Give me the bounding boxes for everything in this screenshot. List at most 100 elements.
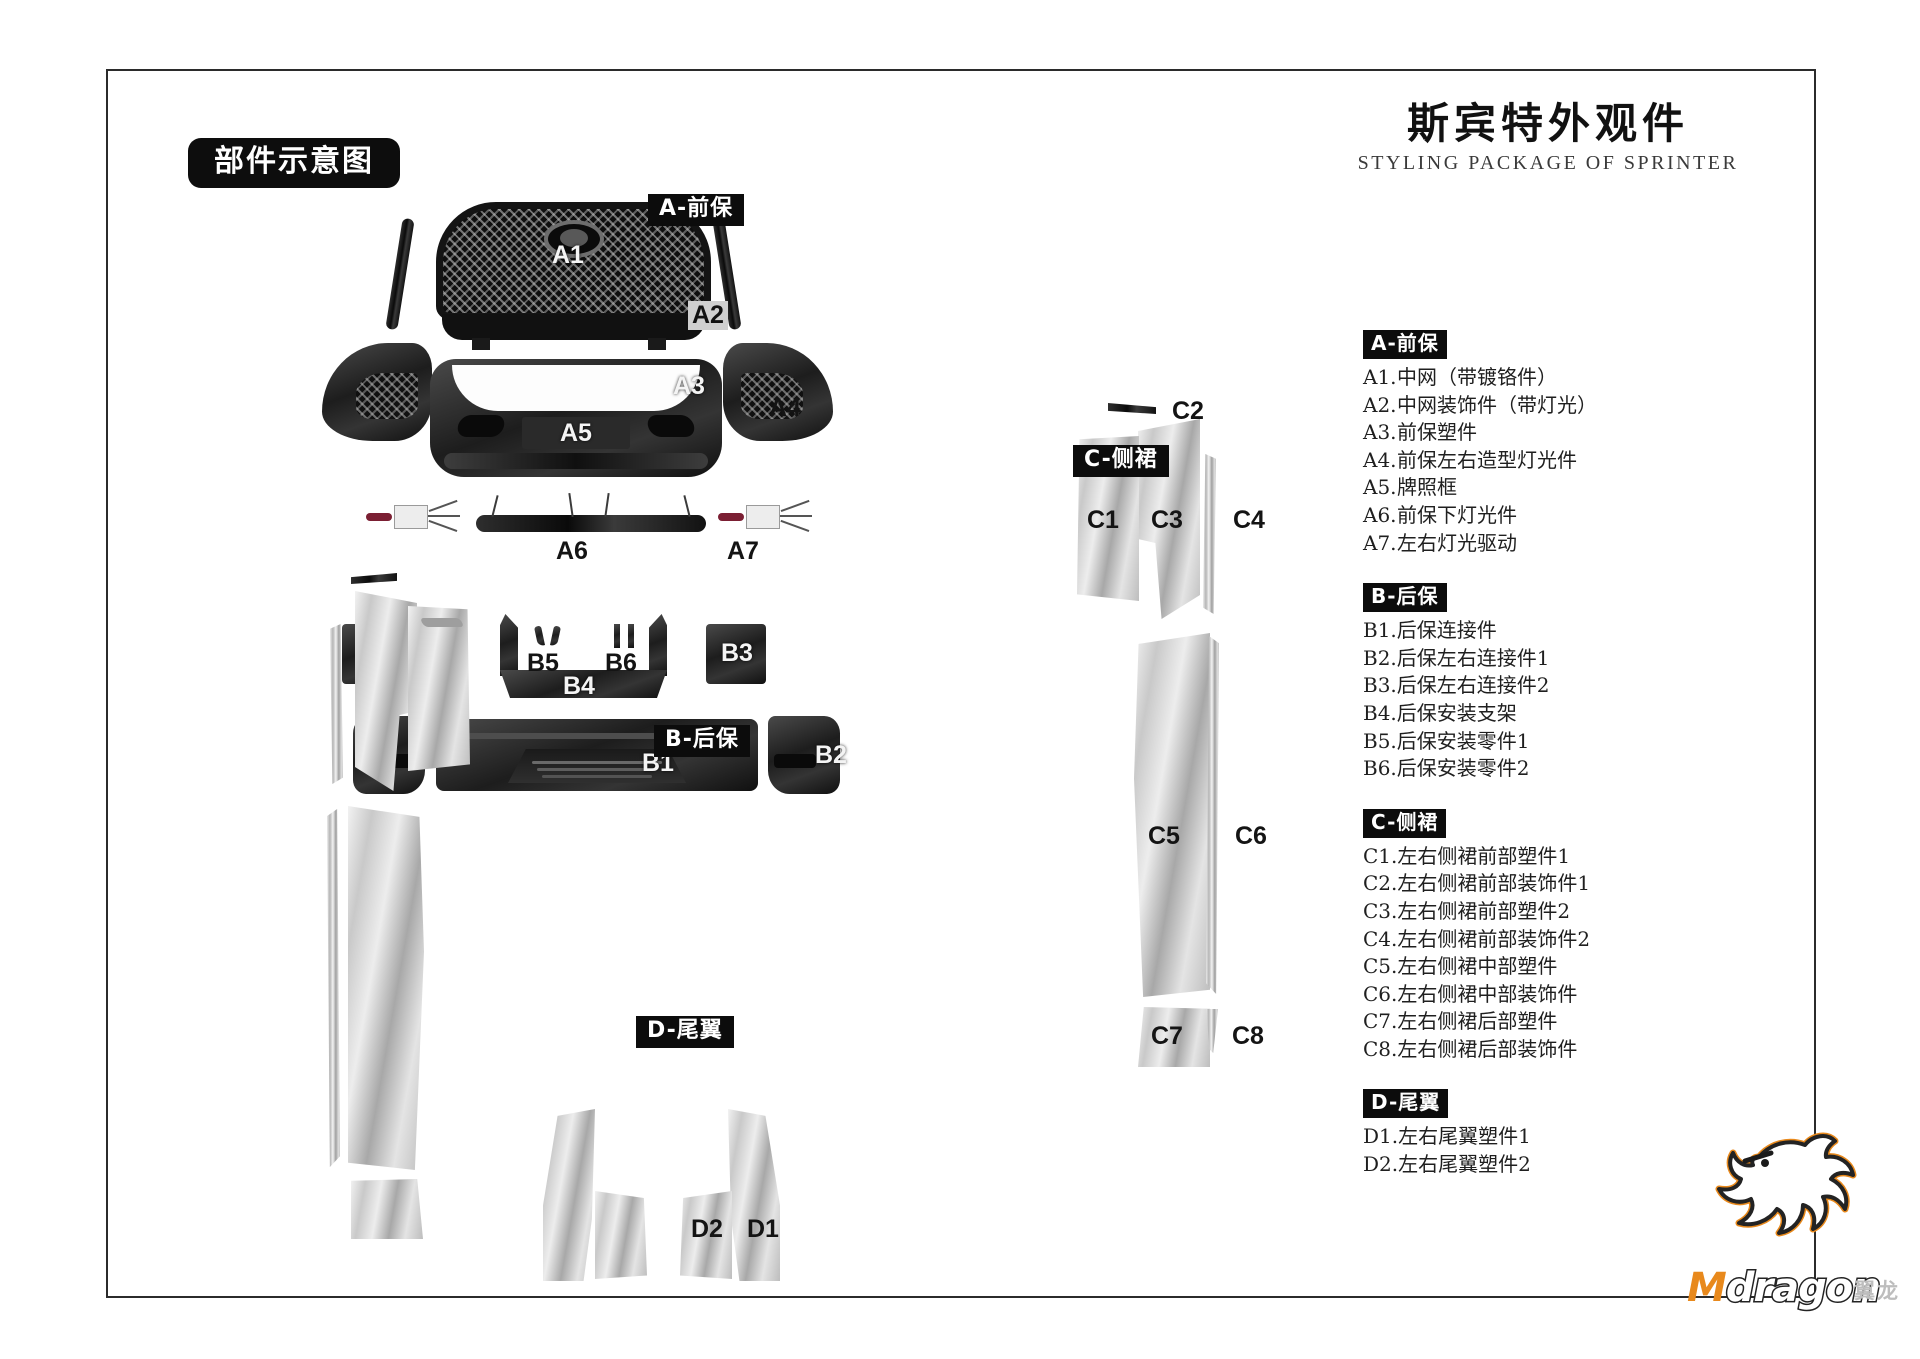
callout-c3: C3 bbox=[1151, 506, 1183, 534]
legend-item-C5: C5.左右侧裙中部塑件 bbox=[1363, 953, 1663, 981]
page-title-en: STYLING PACKAGE OF SPRINTER bbox=[1357, 152, 1739, 175]
part-a4-light-right bbox=[723, 343, 833, 441]
legend-item-code: C3. bbox=[1363, 898, 1398, 923]
callout-b6: B6 bbox=[605, 649, 637, 677]
part-c2-trim bbox=[1108, 403, 1156, 414]
legend-item-code: C6. bbox=[1363, 981, 1398, 1006]
legend-item-A3: A3.前保塑件 bbox=[1363, 419, 1663, 447]
diagram-title-badge: 部件示意图 bbox=[188, 138, 400, 188]
section-tag-b: B-后保 bbox=[654, 725, 750, 757]
legend-item-A1: A1.中网（带镀铬件） bbox=[1363, 364, 1663, 392]
legend-group-heading: D-尾翼 bbox=[1363, 1089, 1449, 1119]
legend-item-text: 左右侧裙中部装饰件 bbox=[1397, 981, 1578, 1006]
part-d2-spoiler-right bbox=[680, 1191, 732, 1279]
legend-item-A7: A7.左右灯光驱动 bbox=[1363, 530, 1663, 558]
part-b6-pin-b bbox=[628, 624, 634, 648]
legend-item-code: B1. bbox=[1363, 618, 1397, 643]
legend-item-code: B2. bbox=[1363, 645, 1397, 670]
legend-item-code: B6. bbox=[1363, 756, 1397, 781]
part-a6-wire-mid1 bbox=[568, 492, 574, 518]
callout-a1: A1 bbox=[552, 241, 584, 269]
part-c2-trim-mirror bbox=[351, 573, 397, 584]
legend-item-code: A5. bbox=[1363, 475, 1397, 500]
legend-item-text: 左右侧裙前部塑件2 bbox=[1397, 898, 1571, 923]
legend-item-B1: B1.后保连接件 bbox=[1363, 617, 1663, 645]
legend-item-A2: A2.中网装饰件（带灯光） bbox=[1363, 392, 1663, 420]
section-tag-a: A-前保 bbox=[648, 194, 745, 226]
dragon-icon bbox=[1715, 1132, 1857, 1237]
legend-item-text: 后保左右连接件1 bbox=[1396, 645, 1550, 670]
legend-group-heading: C-侧裙 bbox=[1363, 808, 1447, 838]
legend-item-text: 左右侧裙前部装饰件1 bbox=[1397, 871, 1591, 896]
section-tag-d: D-尾翼 bbox=[636, 1016, 734, 1048]
callout-c1: C1 bbox=[1087, 506, 1119, 534]
part-a2-trim-left bbox=[385, 217, 415, 331]
callout-b4: B4 bbox=[563, 672, 595, 700]
callout-d1: D1 bbox=[747, 1215, 779, 1243]
part-a3-front-bumper bbox=[430, 359, 722, 477]
part-a7-driver-right bbox=[718, 499, 814, 535]
legend-item-C4: C4.左右侧裙前部装饰件2 bbox=[1363, 926, 1663, 954]
callout-a6: A6 bbox=[556, 537, 588, 565]
footer-watermark bbox=[96, 1276, 696, 1298]
callout-a4: A4 bbox=[769, 394, 801, 422]
callout-b3: B3 bbox=[721, 639, 753, 667]
legend-item-code: C4. bbox=[1363, 926, 1398, 951]
part-c5-mirror bbox=[348, 806, 424, 1170]
legend-item-code: D2. bbox=[1363, 1152, 1399, 1177]
diagram-frame: A1 A2 A4 A3 A5 A6 A7 bbox=[106, 69, 1816, 1298]
part-c4-front-trim-2 bbox=[1203, 454, 1216, 614]
legend-item-text: 后保左右连接件2 bbox=[1396, 673, 1550, 698]
legend-item-C7: C7.左右侧裙后部塑件 bbox=[1363, 1008, 1663, 1036]
section-tag-c: C-侧裙 bbox=[1073, 445, 1169, 477]
part-c4-mirror bbox=[330, 624, 343, 784]
brand-cn: 翼龙 bbox=[1854, 1279, 1900, 1303]
legend-item-text: 左右侧裙后部装饰件 bbox=[1397, 1036, 1578, 1061]
part-c5-mid-plastic bbox=[1134, 633, 1210, 997]
callout-b5: B5 bbox=[527, 649, 559, 677]
part-b2-corner-right bbox=[768, 716, 840, 794]
callout-c5: C5 bbox=[1148, 822, 1180, 850]
legend-item-code: A1. bbox=[1363, 365, 1397, 389]
part-b4-bracket bbox=[496, 614, 671, 704]
legend-item-D2: D2.左右尾翼塑件2 bbox=[1363, 1151, 1663, 1179]
part-b3-connector bbox=[706, 624, 766, 684]
legend-item-C3: C3.左右侧裙前部塑件2 bbox=[1363, 898, 1663, 926]
page-title: 斯宾特外观件 STYLING PACKAGE OF SPRINTER bbox=[1288, 99, 1808, 175]
part-b6-pin-a bbox=[614, 624, 620, 648]
legend-item-code: C2. bbox=[1363, 871, 1398, 896]
legend-group-heading: A-前保 bbox=[1363, 330, 1447, 359]
legend-item-C1: C1.左右侧裙前部塑件1 bbox=[1363, 843, 1663, 871]
legend-item-C8: C8.左右侧裙后部装饰件 bbox=[1363, 1036, 1663, 1064]
part-a6-wire-left bbox=[491, 495, 499, 517]
legend-item-text: 左右侧裙后部塑件 bbox=[1397, 1009, 1558, 1034]
legend-item-text: 左右尾翼塑件2 bbox=[1398, 1152, 1531, 1177]
legend-item-text: 左右侧裙前部装饰件2 bbox=[1397, 926, 1591, 951]
brand-letter-m: M bbox=[1687, 1265, 1727, 1311]
part-d1-spoiler-right bbox=[728, 1109, 780, 1281]
part-a6-wire-mid2 bbox=[604, 492, 610, 518]
part-a6-wire-right bbox=[683, 495, 691, 517]
legend-item-code: C5. bbox=[1363, 954, 1398, 979]
legend-item-B2: B2.后保左右连接件1 bbox=[1363, 645, 1663, 673]
legend-item-B5: B5.后保安装零件1 bbox=[1363, 728, 1663, 756]
callout-d2: D2 bbox=[691, 1215, 723, 1243]
legend-group-heading: B-后保 bbox=[1363, 583, 1447, 613]
part-a4-light-left bbox=[322, 343, 432, 441]
brand-word-dragon: dragon bbox=[1724, 1264, 1882, 1313]
callout-a7: A7 bbox=[727, 537, 759, 565]
callout-b2: B2 bbox=[815, 741, 847, 769]
legend-item-text: 后保安装支架 bbox=[1396, 700, 1517, 725]
legend-item-C6: C6.左右侧裙中部装饰件 bbox=[1363, 981, 1663, 1009]
legend-item-code: C8. bbox=[1363, 1036, 1398, 1061]
legend-item-code: A3. bbox=[1363, 420, 1397, 445]
brand-wordmark: Mdragon bbox=[1687, 1264, 1882, 1313]
callout-a2: A2 bbox=[688, 301, 728, 330]
legend-item-text: 左右灯光驱动 bbox=[1397, 530, 1517, 555]
legend-item-B4: B4.后保安装支架 bbox=[1363, 700, 1663, 728]
legend-item-code: A4. bbox=[1363, 447, 1397, 472]
part-a7-driver-left bbox=[366, 499, 462, 535]
